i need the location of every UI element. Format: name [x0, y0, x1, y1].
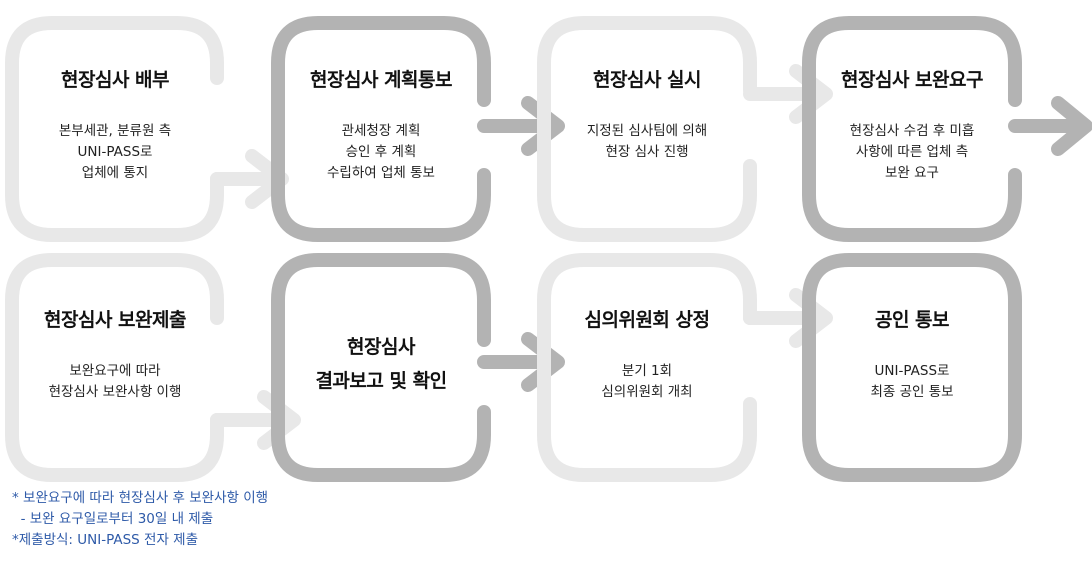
step-1-desc: 본부세관, 분류원 측 UNI-PASS로 업체에 통지 — [58, 123, 172, 181]
step-4-title: 현장심사 보완요구 — [841, 69, 983, 91]
step-1: 현장심사 배부 본부세관, 분류원 측 UNI-PASS로 업체에 통지 — [15, 67, 215, 184]
step-7-shape — [537, 253, 757, 482]
step-1-shape — [5, 16, 224, 242]
step-2-desc: 관세청장 계획 승인 후 계획 수립하여 업체 통보 — [327, 123, 435, 181]
step-6-title-line-1: 현장심사 — [347, 336, 415, 358]
step-7-desc: 분기 1회 심의위원회 개최 — [601, 363, 693, 400]
step-4-shape — [802, 16, 1022, 242]
step-3: 현장심사 실시 지정된 심사팀에 의해 현장 심사 진행 — [547, 67, 747, 163]
step-3-shape — [537, 16, 757, 242]
step-8-shape — [802, 253, 1022, 482]
step-6: 현장심사 결과보고 및 확인 — [281, 330, 481, 398]
step-8-desc: UNI-PASS로 최종 공인 통보 — [870, 363, 954, 400]
step-3-title: 현장심사 실시 — [593, 69, 702, 91]
step-3-desc: 지정된 심사팀에 의해 현장 심사 진행 — [586, 123, 708, 160]
footnote-1: * 보완요구에 따라 현장심사 후 보완사항 이행 — [12, 490, 269, 506]
step-6-title-line-2: 결과보고 및 확인 — [315, 370, 447, 392]
step-2-title: 현장심사 계획통보 — [310, 69, 452, 91]
arrow-4-out — [1008, 96, 1092, 156]
step-5-desc: 보완요구에 따라 현장심사 보완사항 이행 — [48, 363, 182, 400]
step-4-desc: 현장심사 수검 후 미흡 사항에 따른 업체 측 보완 요구 — [849, 123, 975, 181]
step-4: 현장심사 보완요구 현장심사 수검 후 미흡 사항에 따른 업체 측 보완 요구 — [812, 67, 1012, 184]
footnote-3: *제출방식: UNI-PASS 전자 제출 — [12, 532, 199, 548]
step-7: 심의위원회 상정 분기 1회 심의위원회 개최 — [547, 307, 747, 403]
step-1-title: 현장심사 배부 — [61, 69, 170, 91]
step-6-shape — [271, 253, 491, 482]
step-8: 공인 통보 UNI-PASS로 최종 공인 통보 — [812, 307, 1012, 403]
step-8-title: 공인 통보 — [874, 309, 950, 331]
step-5-title: 현장심사 보완제출 — [44, 309, 186, 331]
footnotes: * 보완요구에 따라 현장심사 후 보완사항 이행 - 보완 요구일로부터 30… — [12, 488, 268, 551]
step-5-shape — [5, 253, 224, 482]
step-2-shape — [271, 16, 491, 242]
footnote-2: - 보완 요구일로부터 30일 내 제출 — [12, 511, 214, 527]
step-7-title: 심의위원회 상정 — [584, 309, 710, 331]
step-2: 현장심사 계획통보 관세청장 계획 승인 후 계획 수립하여 업체 통보 — [281, 67, 481, 184]
step-5: 현장심사 보완제출 보완요구에 따라 현장심사 보완사항 이행 — [15, 307, 215, 403]
